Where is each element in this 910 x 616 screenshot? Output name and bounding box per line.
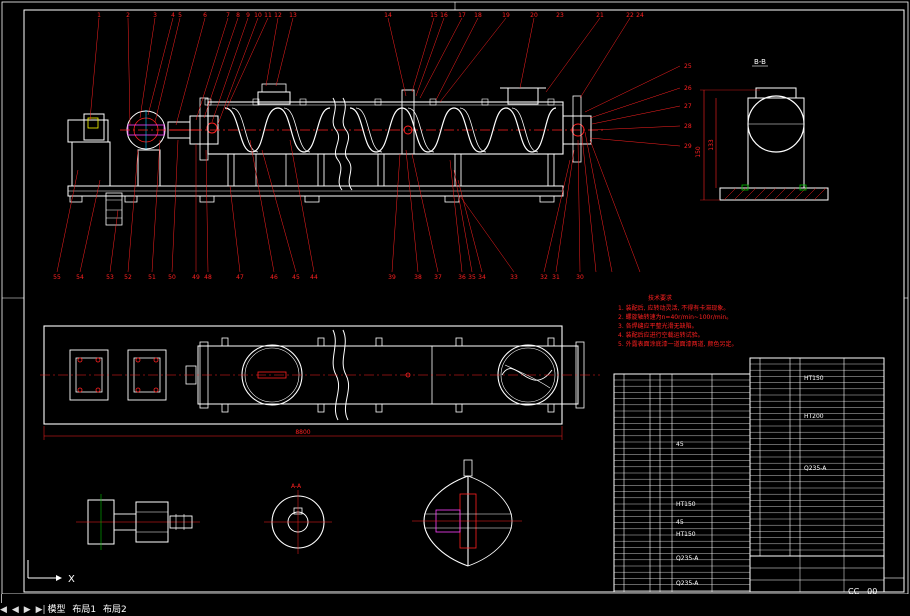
part-label: 54 — [76, 274, 84, 281]
bom-material-cell: HT150 — [676, 531, 696, 538]
part-label: 51 — [148, 274, 156, 281]
note-line: 3. 各焊缝应平整光滑无缺陷。 — [618, 322, 698, 330]
part-label: 44 — [310, 274, 318, 281]
part-label: 18 — [474, 12, 482, 19]
part-label: 52 — [124, 274, 132, 281]
part-label: 22 — [626, 12, 634, 19]
note-line: 4. 装配后应进行空载运转试验。 — [618, 331, 704, 339]
section-a-a-title: A-A — [291, 483, 302, 490]
part-label: 34 — [478, 274, 486, 281]
part-label: 25 — [684, 63, 692, 70]
bom-material-cell: 45 — [676, 441, 684, 448]
part-label: 4 — [171, 12, 175, 19]
part-label: 35 — [468, 274, 476, 281]
dim-height-inner: 133 — [708, 139, 715, 151]
part-label: 46 — [270, 274, 278, 281]
layout-tab-bar: |◀ ◀ ▶ ▶| 模型 布局1 布局2 — [0, 594, 910, 615]
part-label: 23 — [556, 12, 564, 19]
part-label: 24 — [636, 12, 644, 19]
screw-flight — [224, 107, 557, 153]
main-elevation-view: 123456789101112131415161718192021222324 … — [53, 12, 692, 281]
detail-reducer-section — [412, 459, 522, 567]
tab-layout1[interactable]: 布局1 — [72, 605, 97, 615]
part-label: 3 — [153, 12, 157, 19]
part-label: 53 — [106, 274, 114, 281]
dim-height-outer: 150 — [695, 146, 702, 158]
bom-material-cell: Q235-A — [804, 465, 827, 472]
part-label: 8 — [236, 12, 240, 19]
part-label: 5 — [178, 12, 182, 19]
note-line: 1. 装配后, 应转动灵活, 不得有卡滞现象。 — [618, 304, 729, 312]
part-label: 50 — [168, 274, 176, 281]
part-label: 38 — [414, 274, 422, 281]
break-line — [332, 97, 343, 191]
tab-nav-prev-icon[interactable]: ◀ — [11, 605, 19, 615]
part-label: 48 — [204, 274, 212, 281]
tab-nav-last-icon[interactable]: ▶| — [35, 605, 46, 615]
tab-model[interactable]: 模型 — [47, 605, 66, 615]
motor-stand — [71, 141, 111, 187]
tab-nav-first-icon[interactable]: |◀ — [0, 594, 7, 615]
part-label: 45 — [292, 274, 300, 281]
part-label: 13 — [289, 12, 297, 19]
part-label: 7 — [226, 12, 230, 19]
drawing-border-inner — [23, 9, 905, 593]
part-label: 36 — [458, 274, 466, 281]
part-label: 49 — [192, 274, 200, 281]
part-label: 17 — [458, 12, 466, 19]
bearing-right — [562, 115, 592, 145]
part-label: 47 — [236, 274, 244, 281]
part-label: 21 — [596, 12, 604, 19]
hanger-bearing — [401, 89, 415, 155]
tab-layout2[interactable]: 布局2 — [103, 605, 127, 615]
part-label: 33 — [510, 274, 518, 281]
part-label: 29 — [684, 143, 692, 150]
part-label: 39 — [388, 274, 396, 281]
part-label: 11 — [264, 12, 272, 19]
bom-material-cell: Q235-A — [676, 580, 699, 587]
bom-material-cell: HT200 — [804, 413, 824, 420]
bom-material-cell: 45 — [676, 519, 684, 526]
bom-material-cell: HT150 — [676, 501, 696, 508]
part-label: 37 — [434, 274, 442, 281]
part-label: 6 — [203, 12, 207, 19]
dim-overall-length: 8800 — [295, 429, 310, 436]
tab-nav-next-icon[interactable]: ▶ — [23, 605, 31, 615]
part-label: 20 — [530, 12, 538, 19]
part-label: 26 — [684, 85, 692, 92]
bom-material-cell: Q235-A — [676, 555, 699, 562]
detail-motor-plan — [76, 494, 200, 550]
drawing-number: CC—00— — [848, 587, 885, 596]
notes-title: 技术要求 — [648, 294, 672, 302]
ucs-icon: X — [27, 560, 75, 585]
bill-of-materials: HT150HT200Q235-A45HT150HT150Q235-AQ235-A… — [613, 357, 885, 593]
part-label: 15 — [430, 12, 438, 19]
part-label: 31 — [552, 274, 560, 281]
part-label: 10 — [254, 12, 262, 19]
part-label: 9 — [246, 12, 250, 19]
title-block: CC—00— — [749, 555, 905, 596]
drawing-border-outer — [1, 1, 909, 595]
part-label: 27 — [684, 103, 692, 110]
section-b-b-view: B-B 150 133 — [695, 58, 829, 201]
section-b-b-title: B-B — [754, 58, 766, 66]
part-label: 2 — [126, 12, 130, 19]
ucs-x-label: X — [68, 574, 75, 585]
plan-view: 8800 — [40, 325, 600, 440]
technical-notes: 技术要求 1. 装配后, 应转动灵活, 不得有卡滞现象。2. 螺旋轴转速为n=4… — [618, 294, 737, 348]
bom-material-cell: HT150 — [804, 375, 824, 382]
part-label: 32 — [540, 274, 548, 281]
part-label: 1 — [97, 12, 101, 19]
note-line: 5. 外露表面涂底漆一道面漆两道, 颜色另定。 — [618, 340, 737, 348]
part-label: 28 — [684, 123, 692, 130]
part-label: 19 — [502, 12, 510, 19]
part-label: 55 — [53, 274, 61, 281]
detail-a-a-section: A-A — [264, 483, 332, 554]
part-label: 14 — [384, 12, 392, 19]
part-label: 30 — [576, 274, 584, 281]
part-label: 12 — [274, 12, 282, 19]
note-line: 2. 螺旋轴转速为n=40r/min~100r/min。 — [618, 313, 732, 321]
part-label: 16 — [440, 12, 448, 19]
